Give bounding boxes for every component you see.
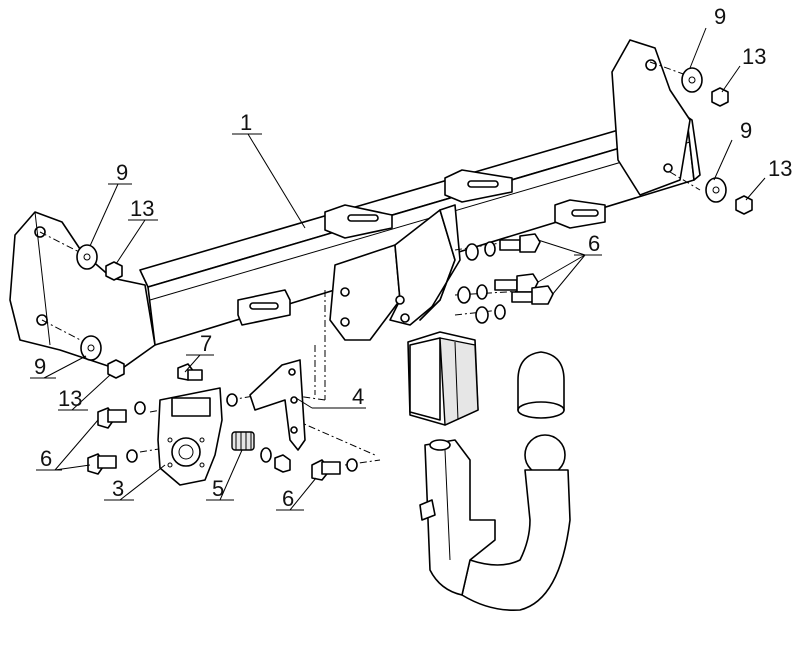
label-1: 1 xyxy=(240,110,252,135)
tow-ball-arm xyxy=(419,434,571,612)
leader-lines xyxy=(43,27,766,511)
label-13-top-right: 13 xyxy=(742,44,766,69)
label-9-left-bottom: 9 xyxy=(34,354,46,379)
socket-plate xyxy=(157,387,223,486)
label-9-left-top: 9 xyxy=(116,160,128,185)
label-4: 4 xyxy=(352,384,364,409)
bolts-6-right xyxy=(457,233,554,324)
center-mount xyxy=(329,204,461,341)
label-underlines xyxy=(30,133,602,511)
label-5: 5 xyxy=(212,476,224,501)
spring-5 xyxy=(231,431,291,473)
right-bracket xyxy=(611,39,691,196)
label-3: 3 xyxy=(112,476,124,501)
label-6-left: 6 xyxy=(40,446,52,471)
label-13-left-top: 13 xyxy=(130,196,154,221)
washers-9 xyxy=(76,67,727,361)
nuts-13 xyxy=(105,87,753,379)
socket-housing xyxy=(407,331,479,426)
small-bolt-7 xyxy=(177,363,238,407)
bolts-6-left xyxy=(87,401,358,481)
tow-ball-cap xyxy=(517,351,565,419)
callout-labels: 1 9 13 9 13 9 13 9 13 7 4 6 6 3 5 6 xyxy=(34,4,792,511)
label-7: 7 xyxy=(200,331,212,356)
label-6-bottom: 6 xyxy=(282,486,294,511)
label-13-left-bottom: 13 xyxy=(58,386,82,411)
label-6-right: 6 xyxy=(588,231,600,256)
label-9-right: 9 xyxy=(740,118,752,143)
beam-clips xyxy=(237,169,606,326)
label-9-top-right: 9 xyxy=(714,4,726,29)
label-13-right: 13 xyxy=(768,156,792,181)
bracket-arm xyxy=(249,359,306,451)
